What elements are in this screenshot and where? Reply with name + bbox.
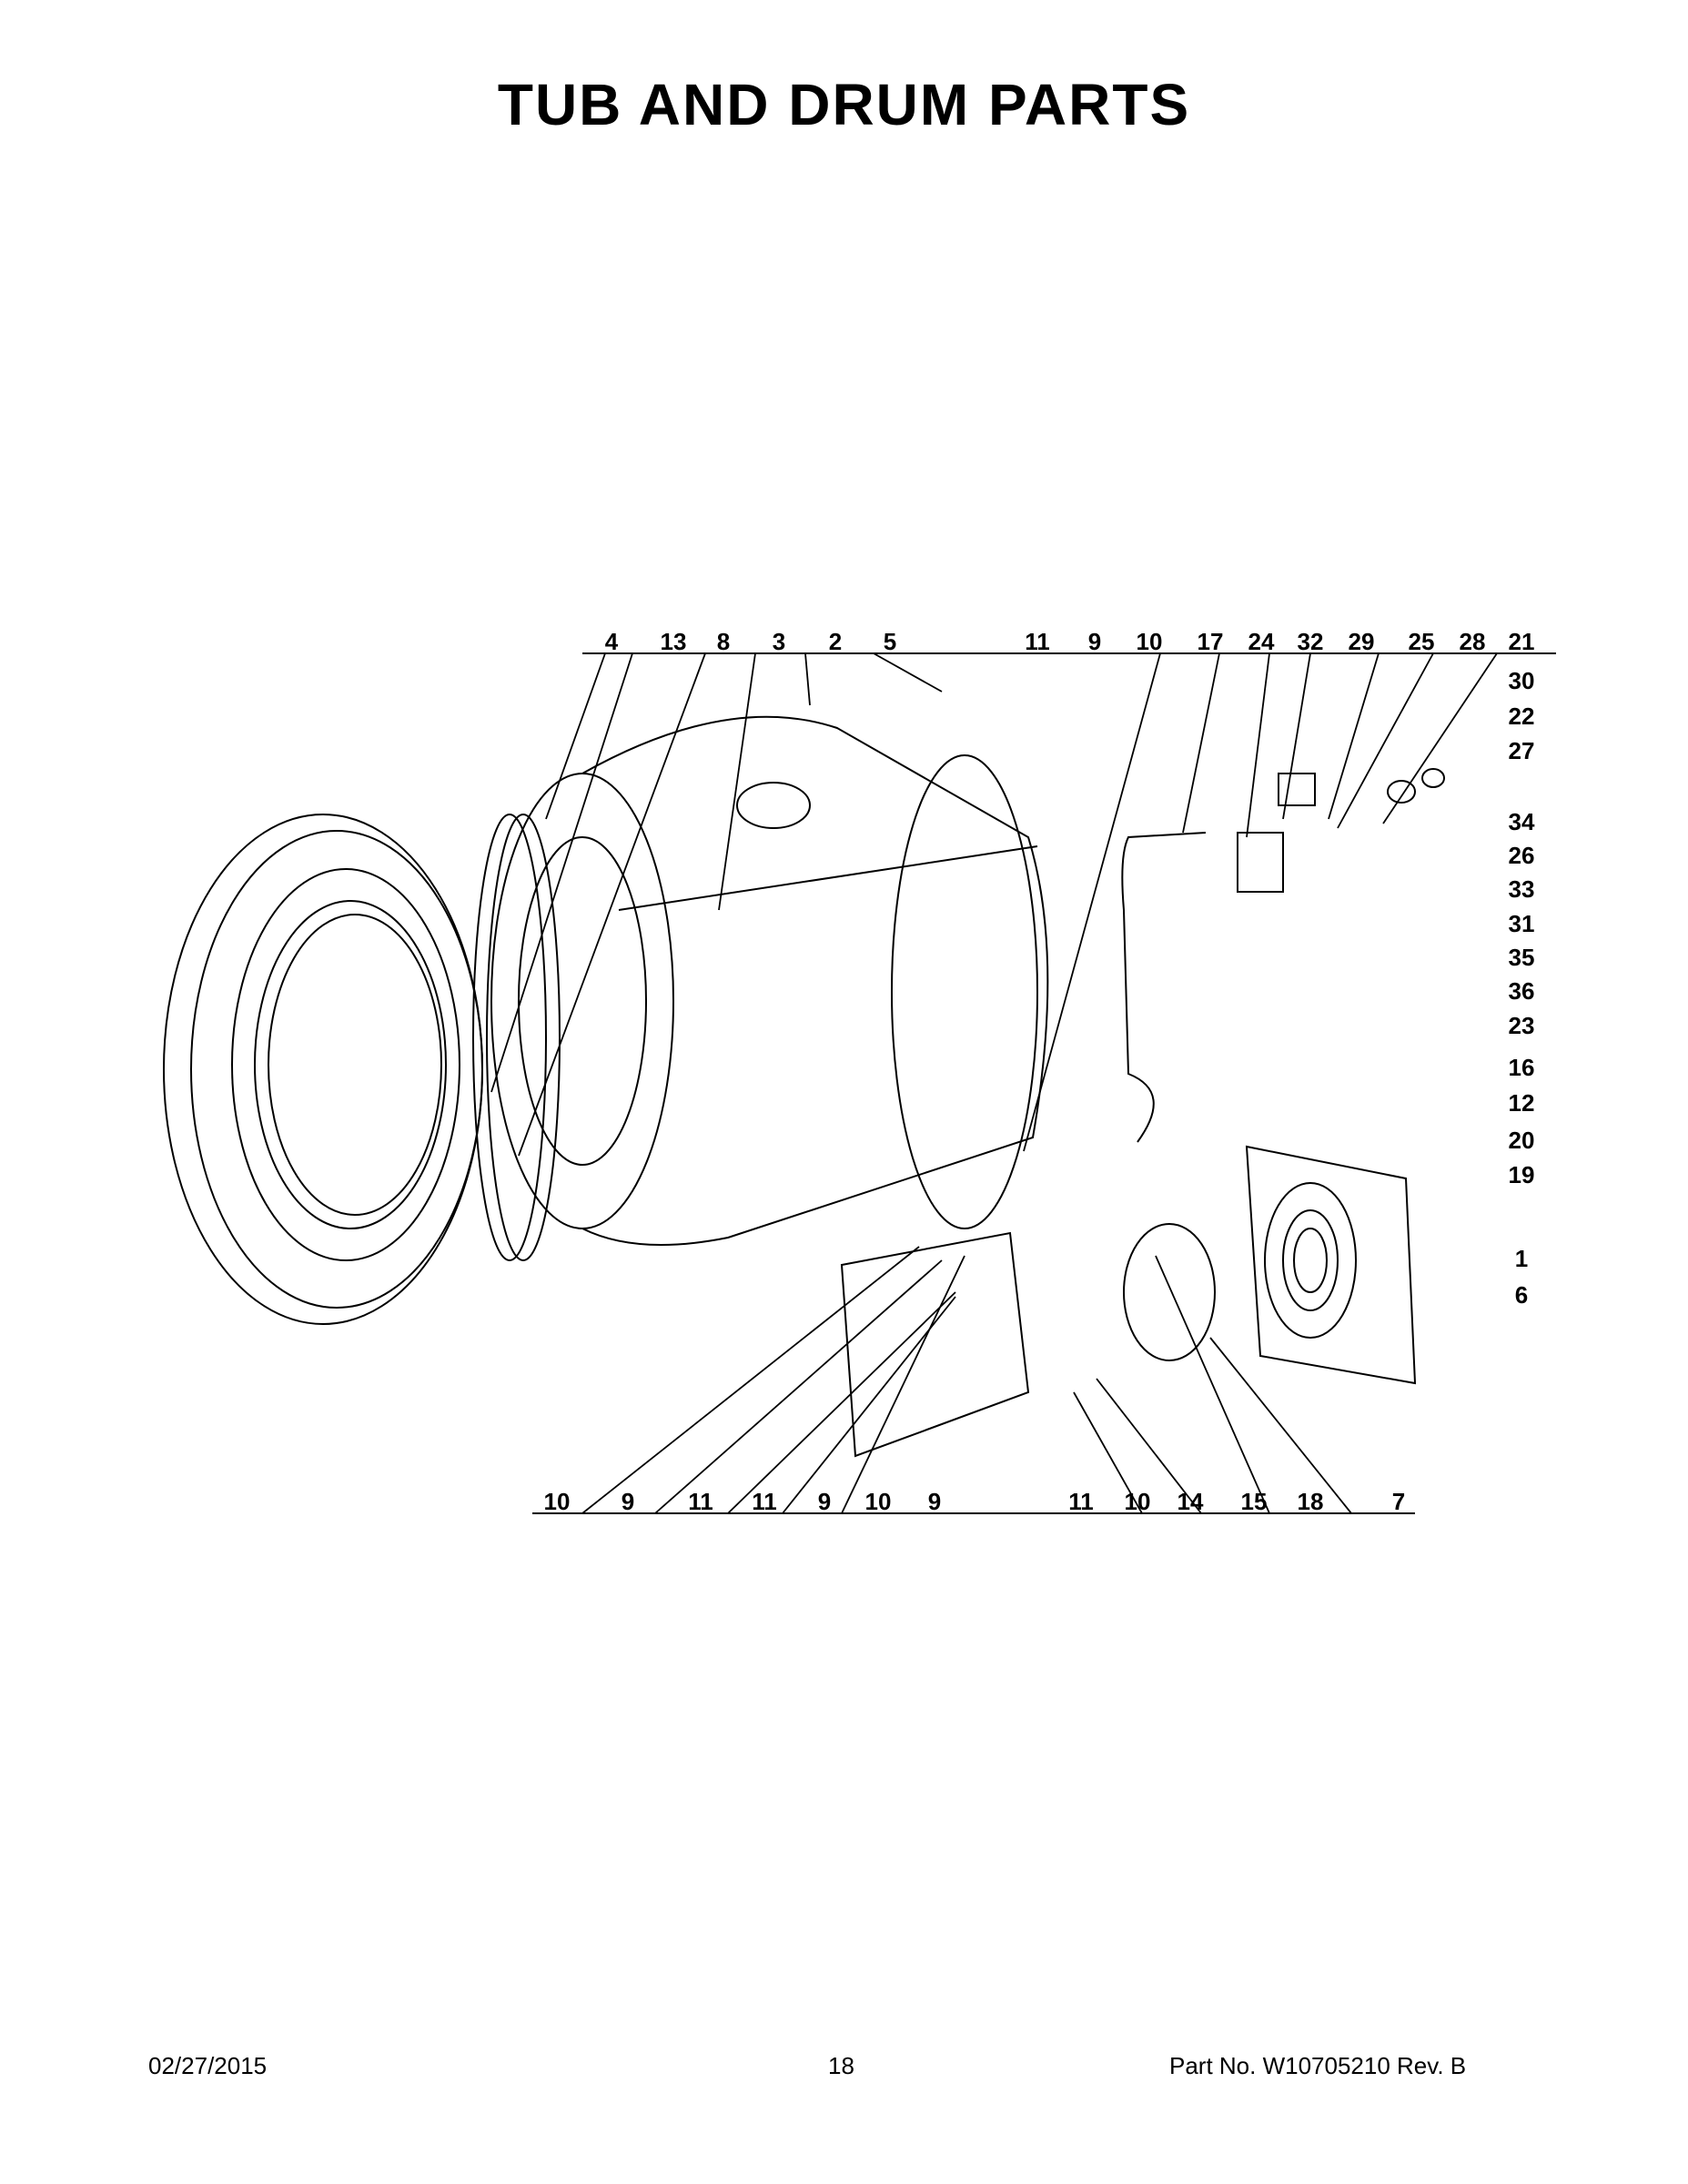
callout-6: 6	[1514, 1281, 1529, 1309]
page-title: TUB AND DRUM PARTS	[497, 72, 1191, 137]
baseline-underlines	[532, 652, 1556, 1514]
valve-assembly	[1237, 768, 1445, 893]
callout-9: 9	[817, 1488, 832, 1515]
heater-bracket	[840, 1231, 1030, 1458]
callout-26: 26	[1508, 842, 1535, 869]
callout-16: 16	[1508, 1054, 1535, 1081]
callout-1: 1	[1514, 1245, 1529, 1272]
footer-part-number: Part No. W10705210 Rev. B	[1169, 2052, 1467, 2079]
callout-29: 29	[1348, 628, 1375, 655]
callout-5: 5	[883, 628, 897, 655]
callout-11: 11	[1068, 1488, 1094, 1515]
footer-date: 02/27/2015	[148, 2052, 268, 2079]
callout-28: 28	[1459, 628, 1486, 655]
callout-17: 17	[1197, 628, 1224, 655]
seal-ring	[1123, 1223, 1216, 1361]
callout-11: 11	[1025, 628, 1050, 655]
callout-9: 9	[621, 1488, 635, 1515]
callout-9: 9	[1087, 628, 1102, 655]
bottom-leaders	[581, 1246, 1352, 1514]
callout-24: 24	[1248, 628, 1275, 655]
callout-23: 23	[1508, 1012, 1535, 1039]
callout-12: 12	[1508, 1089, 1535, 1117]
callout-31: 31	[1508, 910, 1535, 937]
callout-22: 22	[1508, 703, 1535, 730]
callout-30: 30	[1508, 667, 1535, 694]
callout-19: 19	[1508, 1161, 1535, 1188]
callout-33: 33	[1508, 875, 1535, 903]
callout-9: 9	[927, 1488, 942, 1515]
bearing-plate	[1245, 1145, 1417, 1385]
callout-27: 27	[1508, 737, 1535, 764]
callout-32: 32	[1297, 628, 1324, 655]
callout-35: 35	[1508, 944, 1535, 971]
callout-4: 4	[604, 628, 619, 655]
callout-10: 10	[543, 1488, 571, 1515]
callout-25: 25	[1408, 628, 1435, 655]
callout-3: 3	[772, 628, 786, 655]
callout-11: 11	[688, 1488, 713, 1515]
drum-front	[490, 773, 674, 1229]
callout-36: 36	[1508, 977, 1535, 1005]
callout-34: 34	[1508, 808, 1535, 835]
callout-8: 8	[716, 628, 731, 655]
callout-11: 11	[752, 1488, 777, 1515]
callout-10: 10	[1124, 1488, 1151, 1515]
hose	[1121, 832, 1207, 1143]
tub-body	[581, 715, 1049, 1246]
footer-page-number: 18	[828, 2052, 854, 2079]
callout-13: 13	[660, 628, 687, 655]
callout-7: 7	[1391, 1488, 1406, 1515]
clamp-ring	[472, 814, 561, 1261]
callout-21: 21	[1508, 628, 1535, 655]
callout-10: 10	[1136, 628, 1163, 655]
callout-2: 2	[828, 628, 843, 655]
top-leaders	[490, 652, 1498, 1157]
callout-15: 15	[1240, 1488, 1268, 1515]
door-gasket-ring	[163, 814, 483, 1325]
callout-20: 20	[1508, 1127, 1535, 1154]
callout-18: 18	[1297, 1488, 1324, 1515]
callout-14: 14	[1177, 1488, 1204, 1515]
callout-10: 10	[864, 1488, 892, 1515]
